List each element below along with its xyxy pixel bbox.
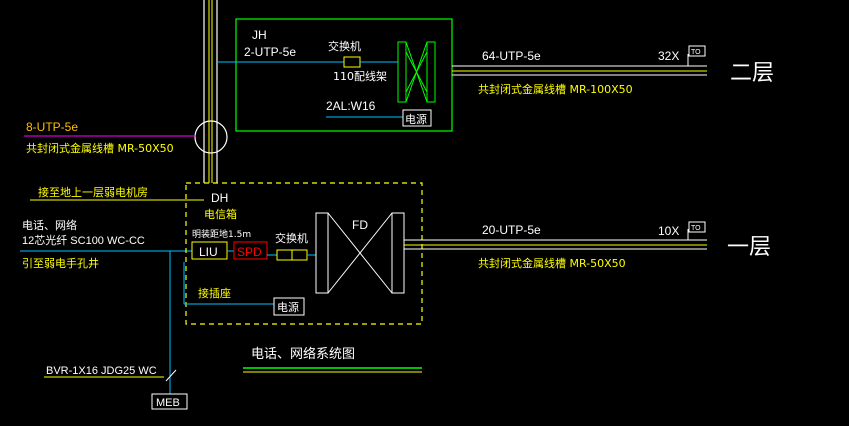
floor2-floor-label: 二层 xyxy=(730,61,774,86)
floor1-run-tray: 共封闭式金属线槽 MR-50X50 xyxy=(478,256,626,270)
floor2-outlet-label: TO xyxy=(691,49,701,56)
incoming-note-3: 12芯光纤 SC100 WC-CC xyxy=(22,233,145,247)
floor1-power-box xyxy=(273,297,305,316)
floor2-run-count: 32X xyxy=(658,49,679,63)
floor2-cable-in: 2-UTP-5e xyxy=(244,45,296,59)
floor2-power-cable: 2AL:W16 xyxy=(326,99,376,113)
floor1-power-label: 电源 xyxy=(277,300,299,314)
incoming-note-2: 电话、网络 xyxy=(22,218,77,232)
floor1-fd-left xyxy=(315,212,329,294)
floor1-cabinet-name: DH xyxy=(211,191,228,205)
riser-cable-label: 8-UTP-5e xyxy=(26,120,78,134)
floor1-fd-right xyxy=(391,212,405,294)
floor1-switch-label: 交换机 xyxy=(275,231,308,245)
riser-circle xyxy=(194,120,228,154)
floor2-switch-box xyxy=(343,56,361,68)
floor2-run-tray: 共封闭式金属线槽 MR-100X50 xyxy=(478,82,633,96)
floor2-run-cable: 64-UTP-5e xyxy=(482,49,541,63)
ground-tick xyxy=(165,369,177,382)
floor1-liu-label: LIU xyxy=(199,245,218,259)
floor1-run-cable: 20-UTP-5e xyxy=(482,223,541,237)
ground-cable-label: BVR-1X16 JDG25 WC xyxy=(46,365,157,377)
floor2-patch-panel-label: 110配线架 xyxy=(333,69,387,83)
floor2-power-box xyxy=(402,109,432,127)
floor1-cabinet-type: 电信箱 xyxy=(204,207,237,221)
floor2-patch-x4 xyxy=(405,51,428,93)
meb-box xyxy=(151,393,188,410)
floor1-spd-label: SPD xyxy=(237,245,262,259)
floor2-power-label: 电源 xyxy=(405,112,427,126)
incoming-note-1: 接至地上一层弱电机房 xyxy=(38,185,148,199)
floor1-cabinet-box xyxy=(185,182,423,325)
incoming-note-4: 引至弱电手孔井 xyxy=(22,256,99,270)
floor2-cabinet-name: JH xyxy=(252,28,267,42)
floor1-run-count: 10X xyxy=(658,224,679,238)
floor1-floor-label: 一层 xyxy=(727,235,771,260)
riser-tray-label: 共封闭式金属线槽 MR-50X50 xyxy=(26,141,174,155)
meb-label: MEB xyxy=(156,397,180,409)
floor1-outlet-box xyxy=(688,221,706,233)
floor1-fd-label: FD xyxy=(352,218,368,232)
floor2-outlet-box xyxy=(688,45,706,57)
floor1-fd-x2 xyxy=(327,212,393,294)
floor2-switch-label: 交换机 xyxy=(328,39,361,53)
floor2-patch-right xyxy=(426,41,436,103)
floor1-install-note: 明装距地1.5m xyxy=(192,228,251,240)
floor1-ground-label: 接插座 xyxy=(198,286,231,300)
floor2-patch-left xyxy=(397,41,407,103)
diagram-title: 电话、网络系统图 xyxy=(251,346,355,362)
floor1-outlet-label: TO xyxy=(691,225,701,232)
floor1-spd-box xyxy=(233,241,268,260)
